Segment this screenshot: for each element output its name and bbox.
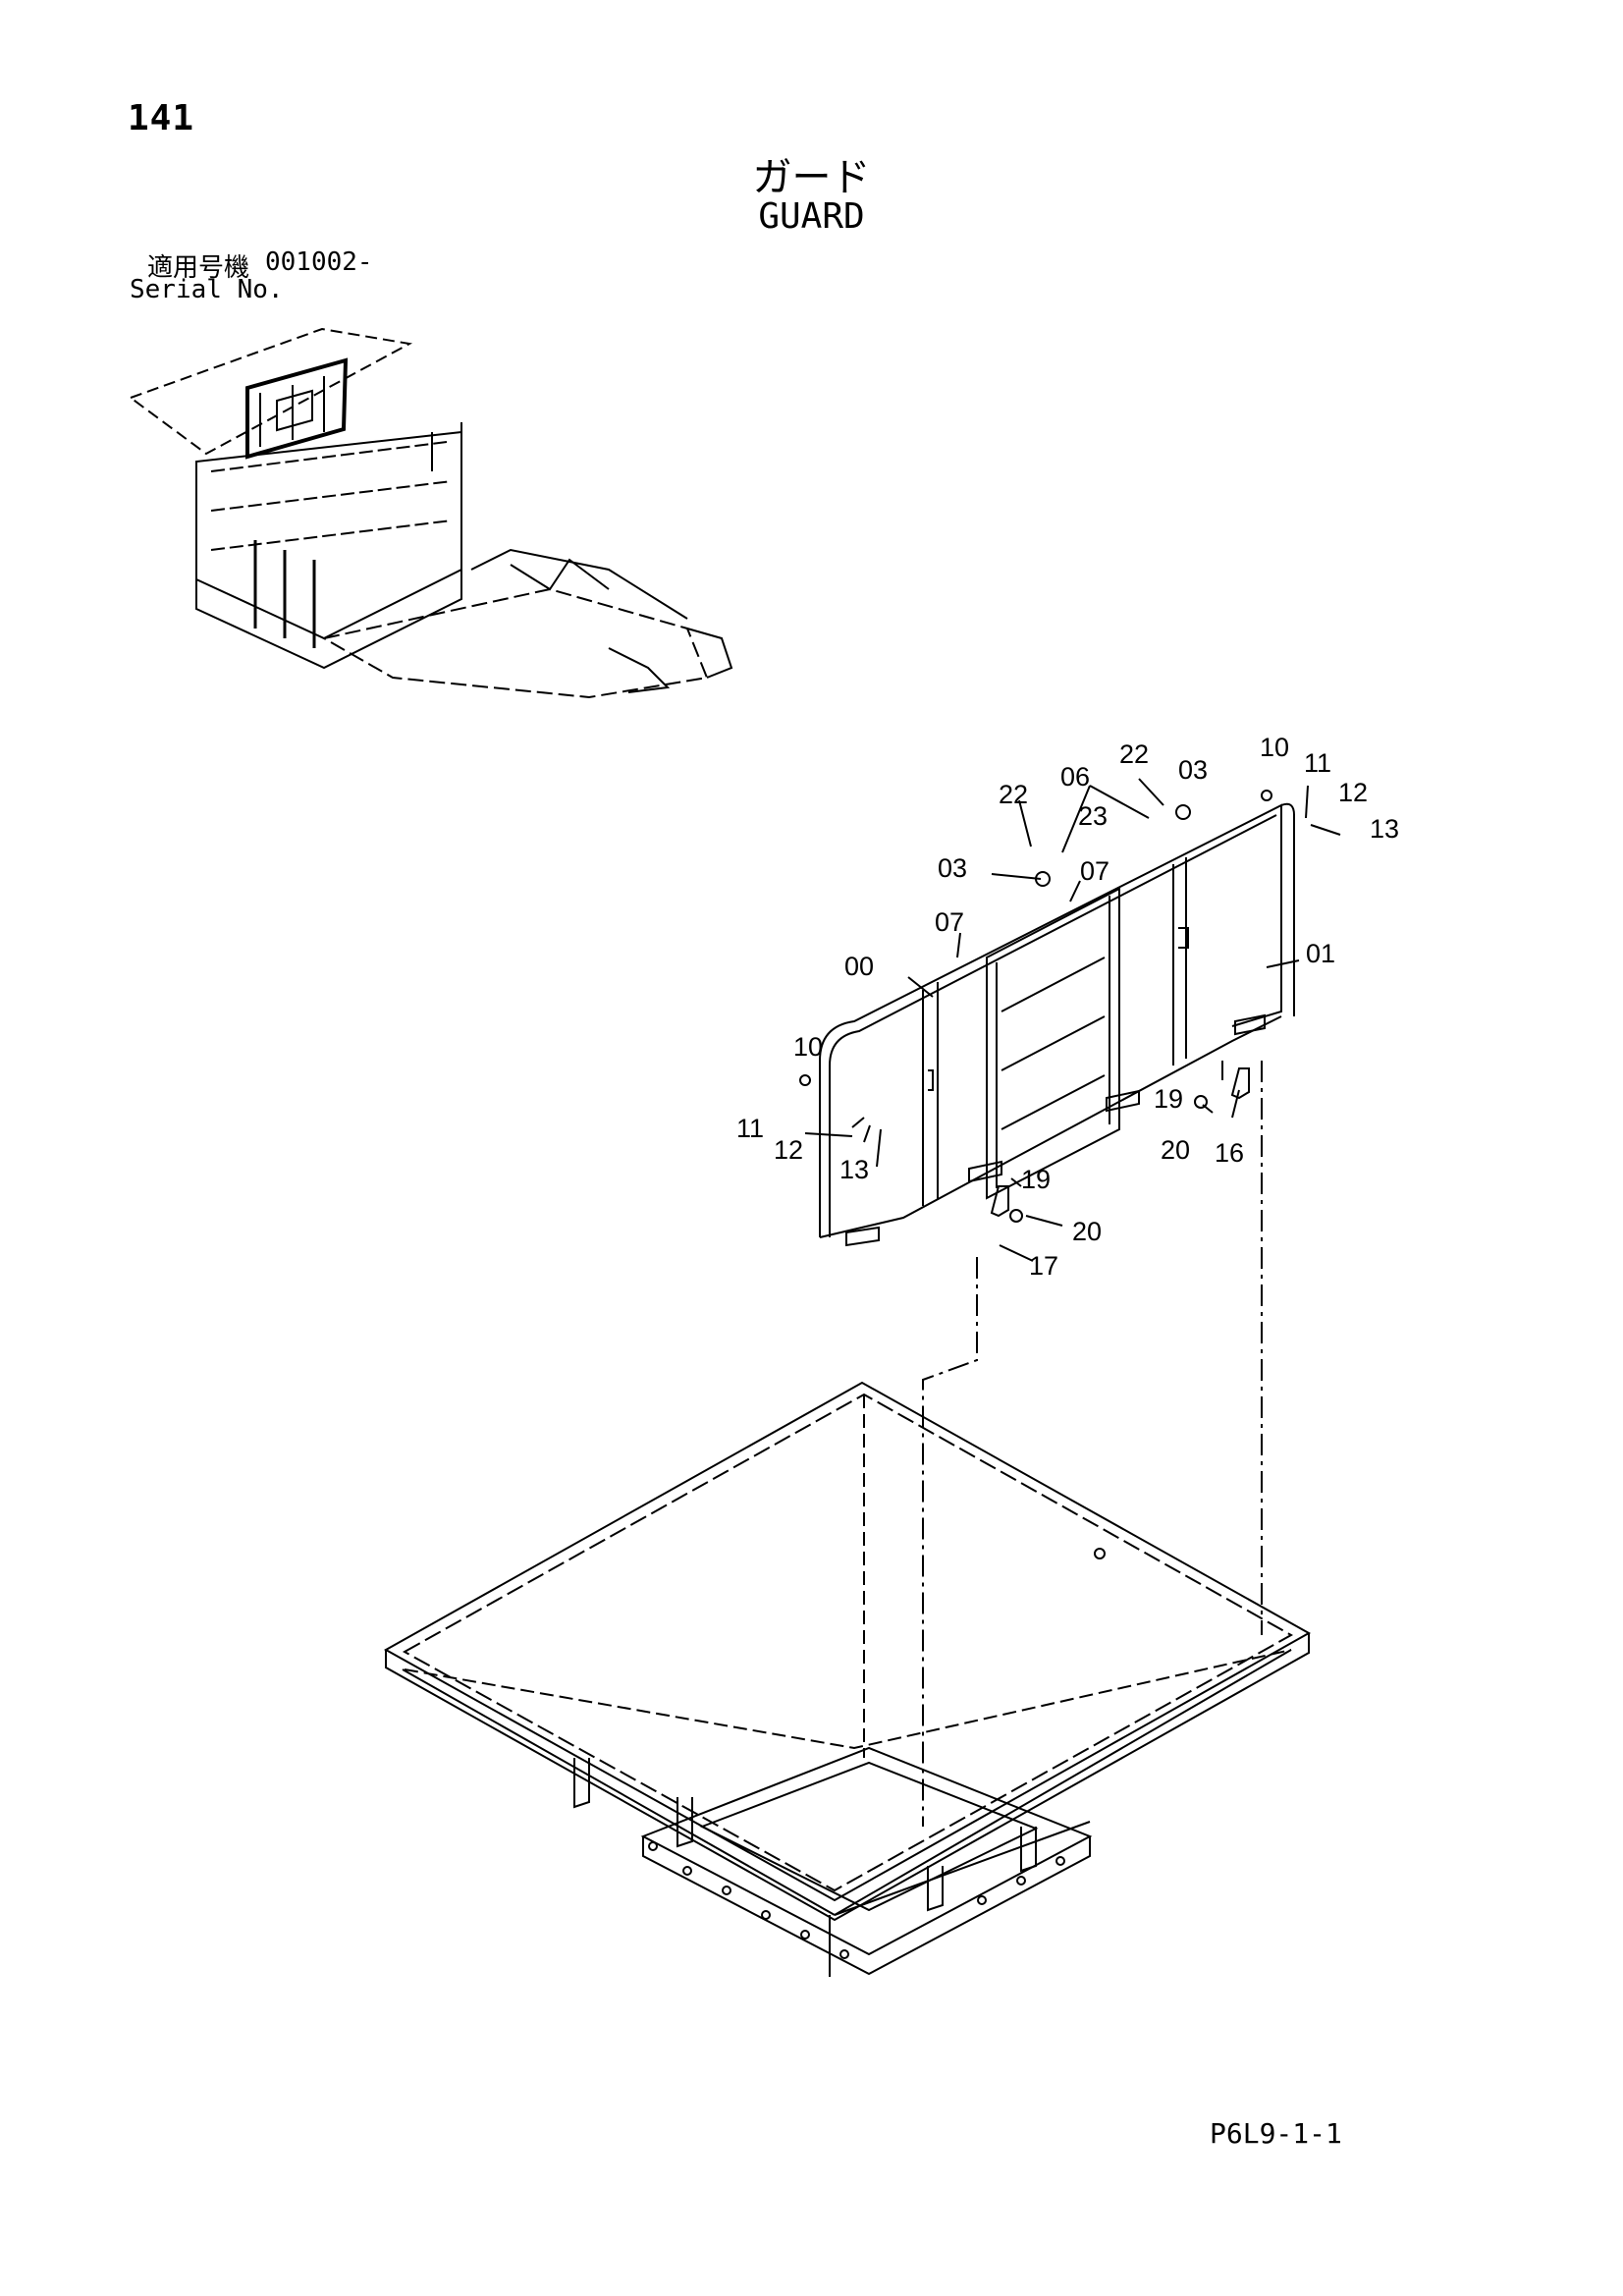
alignment-lines [922, 1061, 1263, 1827]
callout-11: 11 [1304, 748, 1331, 778]
page-title-en: GUARD [758, 196, 865, 237]
page-code: P6L9-1-1 [1210, 2117, 1342, 2150]
page-title-jp: ガード [752, 155, 871, 200]
callout-03: 03 [1178, 755, 1208, 785]
serial-label-en: Serial No. [130, 275, 284, 304]
callout-12: 12 [774, 1135, 803, 1165]
callout-06: 06 [1060, 762, 1090, 792]
callout-16: 16 [1215, 1138, 1244, 1168]
callout-07: 07 [1080, 856, 1109, 886]
callout-labels: 22 06 03 10 11 12 13 22 23 03 07 07 00 0… [736, 733, 1399, 1281]
guard-assembly-drawing [799, 778, 1341, 1262]
hopper-drawing [383, 1381, 1312, 1977]
callout-20: 20 [1072, 1217, 1102, 1246]
machine-overview-drawing [128, 327, 733, 699]
callout-07: 07 [935, 907, 964, 937]
callout-13: 13 [839, 1155, 869, 1184]
callout-17: 17 [1029, 1251, 1058, 1281]
callout-20: 20 [1161, 1135, 1190, 1165]
callout-00: 00 [844, 952, 874, 981]
page-number: 141 [128, 98, 195, 138]
callout-19: 19 [1154, 1084, 1183, 1114]
callout-22: 22 [999, 780, 1028, 809]
callout-13: 13 [1370, 814, 1399, 844]
callout-12: 12 [1338, 778, 1368, 807]
callout-01: 01 [1306, 939, 1335, 968]
serial-range: 001002- [265, 247, 373, 277]
callout-03: 03 [938, 853, 967, 883]
callout-10: 10 [1260, 733, 1289, 762]
callout-23: 23 [1078, 801, 1108, 831]
serial-label-jp: 適用号機 [147, 253, 250, 283]
callout-11: 11 [736, 1114, 764, 1143]
callout-22: 22 [1119, 739, 1149, 769]
callout-10: 10 [793, 1032, 823, 1062]
callout-19: 19 [1021, 1165, 1051, 1194]
